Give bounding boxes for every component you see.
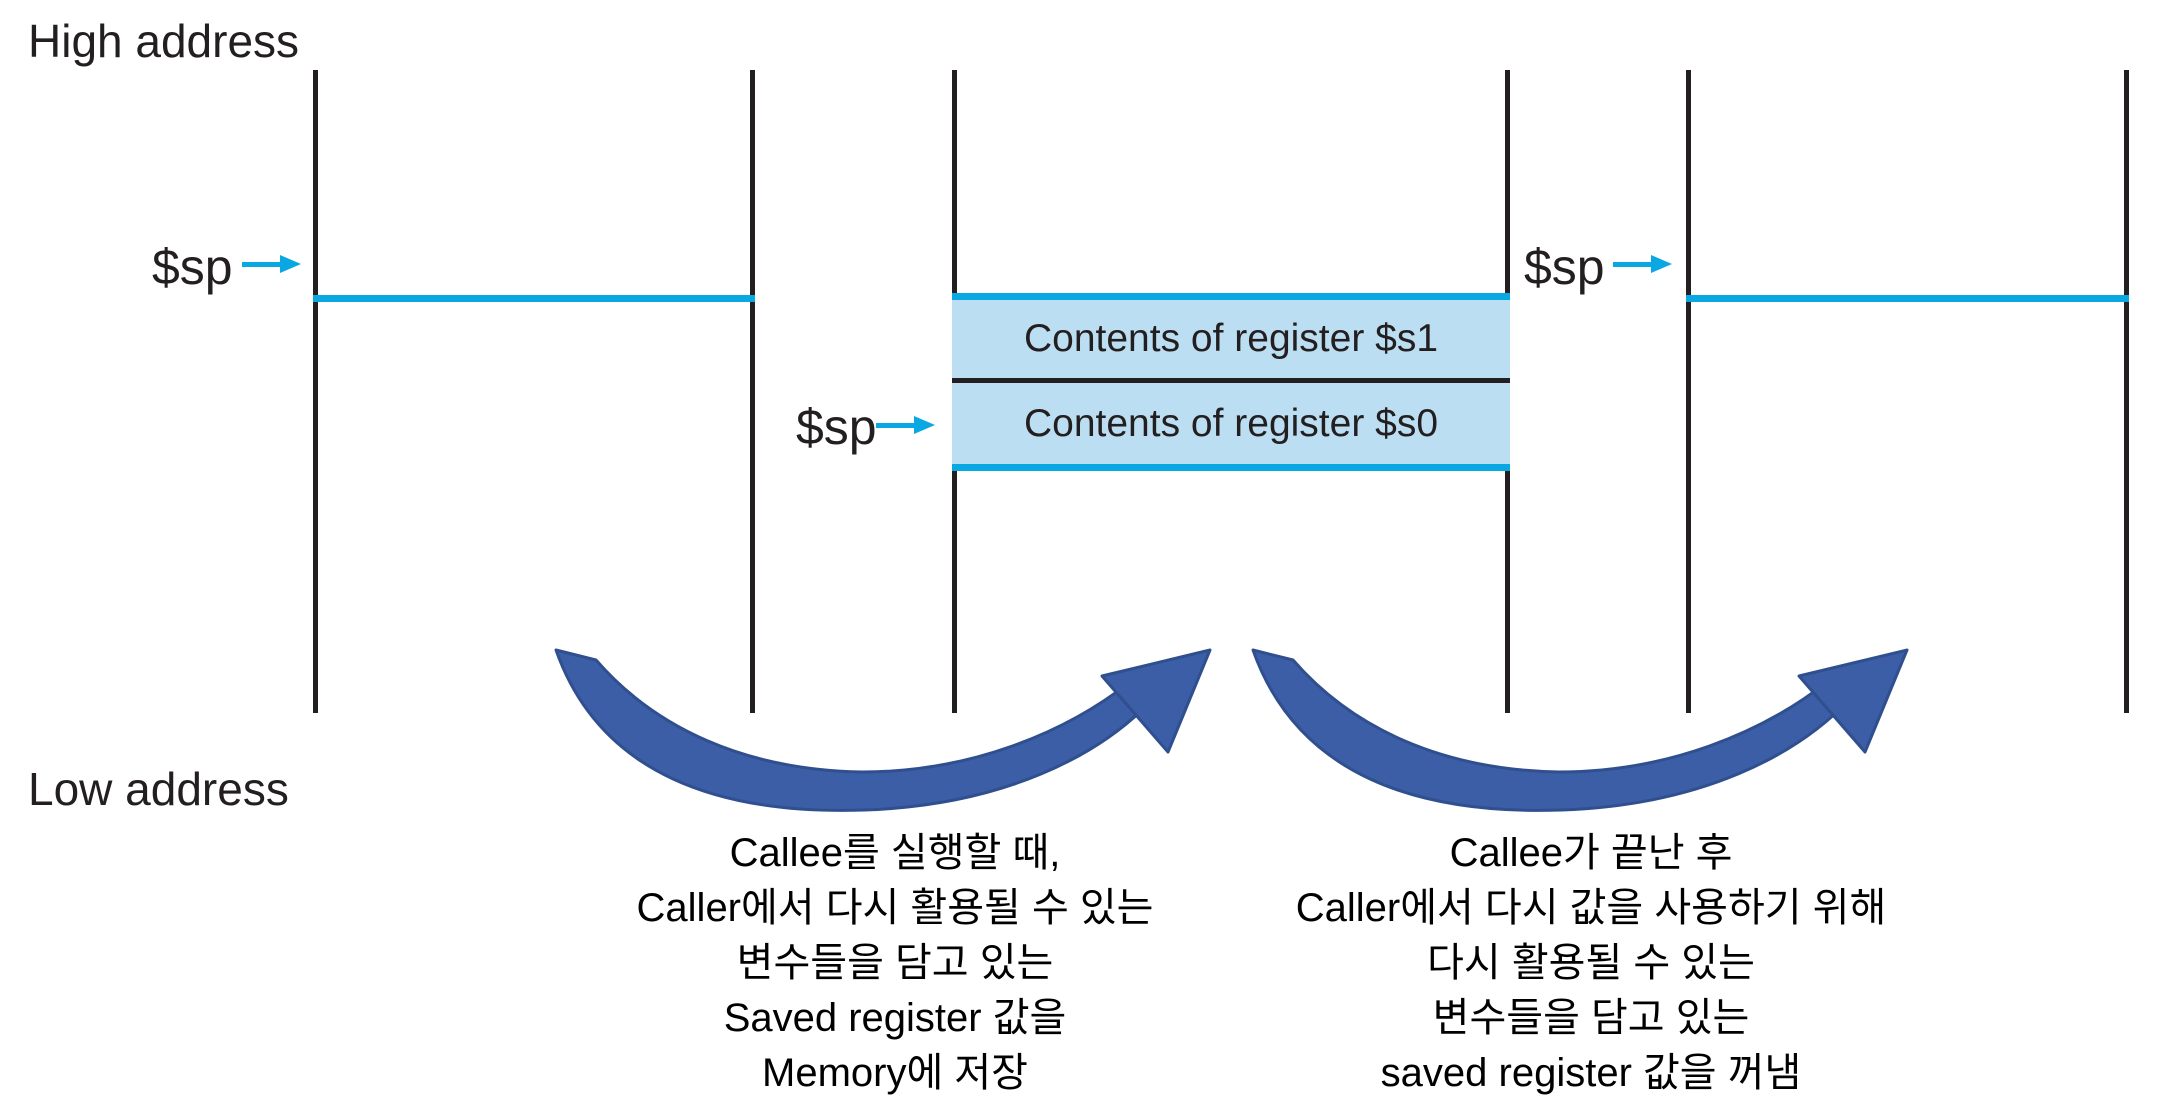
register-s1-cell: Contents of register $s1 [952, 300, 1510, 378]
curved-arrow-restore-head-icon [1797, 648, 1909, 754]
sp-arrow-shaft [1613, 261, 1651, 267]
annotation-line: 변수들을 담고 있는 [736, 941, 1054, 985]
register-s0-cell: Contents of register $s0 [952, 383, 1510, 464]
sp-arrow-icon-3 [1613, 255, 1672, 273]
sp-arrow-shaft [876, 422, 914, 428]
stack-top-line-left [313, 295, 755, 302]
box-divider [952, 378, 1510, 383]
sp-arrow-head [280, 255, 301, 273]
annotation-save: Callee를 실행할 때, Caller에서 다시 활용될 수 있는 변수들을… [588, 826, 1202, 1101]
high-address-label: High address [28, 15, 300, 67]
stack-column-line-1 [313, 70, 318, 713]
sp-arrow-head [914, 416, 935, 434]
annotation-restore: Callee가 끝난 후 Caller에서 다시 값을 사용하기 위해 다시 활… [1228, 826, 1954, 1101]
annotation-line: Callee가 끝난 후 [1449, 831, 1733, 875]
sp-label-2: $sp [796, 399, 877, 455]
annotation-line: Caller에서 다시 값을 사용하기 위해 [1295, 886, 1887, 930]
curved-arrow-restore-icon [1251, 648, 1851, 812]
sp-arrow-icon-2 [876, 416, 935, 434]
sp-arrow-shaft [242, 261, 280, 267]
annotation-line: Caller에서 다시 활용될 수 있는 [636, 886, 1154, 930]
stack-column-line-6 [2124, 70, 2129, 713]
sp-label-3: $sp [1524, 239, 1605, 295]
annotation-line: Saved register 값을 [723, 996, 1067, 1040]
low-address-label: Low address [28, 763, 289, 815]
sp-arrow-head [1651, 255, 1672, 273]
sp-arrow-icon-1 [242, 255, 301, 273]
box-top-edge [952, 293, 1510, 300]
sp-label-1: $sp [152, 239, 233, 295]
annotation-line: Callee를 실행할 때, [729, 831, 1061, 875]
annotation-line: 다시 활용될 수 있는 [1427, 941, 1755, 985]
curved-arrow-save-head-icon [1100, 648, 1212, 754]
curved-arrow-save-icon [554, 648, 1154, 812]
stack-column-line-2 [750, 70, 755, 713]
stack-column-line-5 [1686, 70, 1691, 713]
saved-registers-box: Contents of register $s1 Contents of reg… [952, 293, 1510, 471]
annotation-line: 변수들을 담고 있는 [1432, 996, 1750, 1040]
annotation-line: Memory에 저장 [762, 1051, 1028, 1095]
annotation-line: saved register 값을 꺼냄 [1380, 1051, 1802, 1095]
box-bottom-edge [952, 464, 1510, 471]
stack-top-line-right [1686, 295, 2129, 302]
